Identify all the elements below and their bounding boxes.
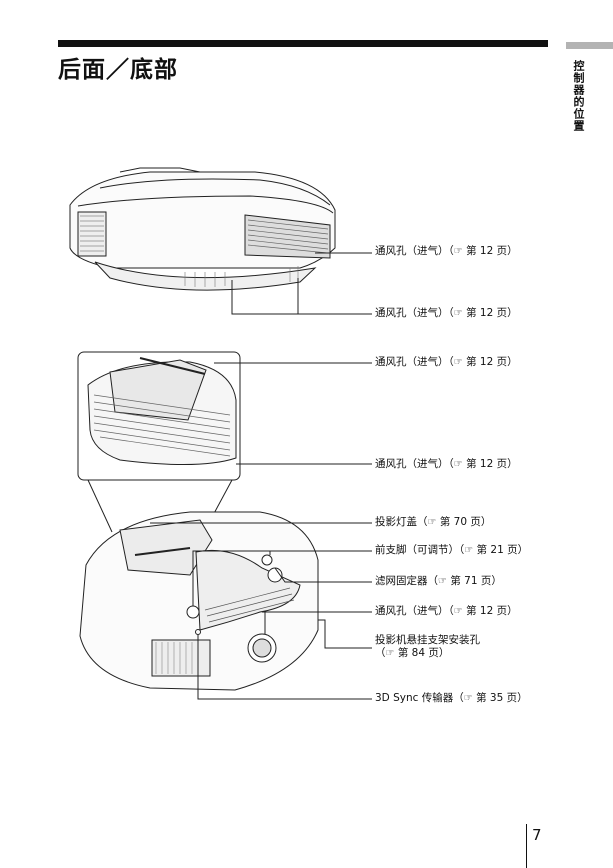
see-reference-icon: ☞ — [385, 648, 395, 659]
callout-vent-intake-2: 通风孔（进气）（☞ 第 12 页） — [375, 307, 518, 319]
page-title: 后面／底部 — [58, 57, 178, 83]
projector-inset-detail — [87, 357, 237, 466]
callout-vent-intake-3: 通风孔（进气）（☞ 第 12 页） — [375, 356, 518, 368]
see-reference-icon: ☞ — [453, 246, 463, 257]
see-reference-icon: ☞ — [453, 459, 463, 470]
header-rule — [58, 40, 548, 47]
callout-lamp-cover: 投影灯盖（☞ 第 70 页） — [375, 516, 492, 528]
see-reference-icon: ☞ — [453, 606, 463, 617]
see-reference-icon: ☞ — [464, 545, 474, 556]
callout-filter-holder: 滤网固定器（☞ 第 71 页） — [375, 575, 502, 587]
see-reference-icon: ☞ — [453, 357, 463, 368]
projector-rear-view — [69, 167, 336, 291]
callout-vent-intake-5: 通风孔（进气）（☞ 第 12 页） — [375, 605, 518, 617]
see-reference-icon: ☞ — [427, 517, 437, 528]
projector-bottom-view — [79, 511, 319, 691]
page-number: 7 — [532, 826, 542, 844]
callout-ceiling-mount-holes: 投影机悬挂支架安装孔 （☞ 第 84 页） — [375, 634, 480, 659]
see-reference-icon: ☞ — [463, 693, 473, 704]
section-side-tab: 控制器的位置 — [572, 60, 585, 132]
callout-vent-intake-1: 通风孔（进气）（☞ 第 12 页） — [375, 245, 518, 257]
see-reference-icon: ☞ — [453, 308, 463, 319]
callout-3d-sync-transmitter: 3D Sync 传输器（☞ 第 35 页） — [375, 692, 528, 704]
callout-front-foot: 前支脚（可调节）（☞ 第 21 页） — [375, 544, 529, 556]
page-number-rule — [526, 824, 527, 868]
callout-vent-intake-4: 通风孔（进气）（☞ 第 12 页） — [375, 458, 518, 470]
section-tab-bar — [566, 42, 613, 49]
see-reference-icon: ☞ — [438, 576, 447, 587]
